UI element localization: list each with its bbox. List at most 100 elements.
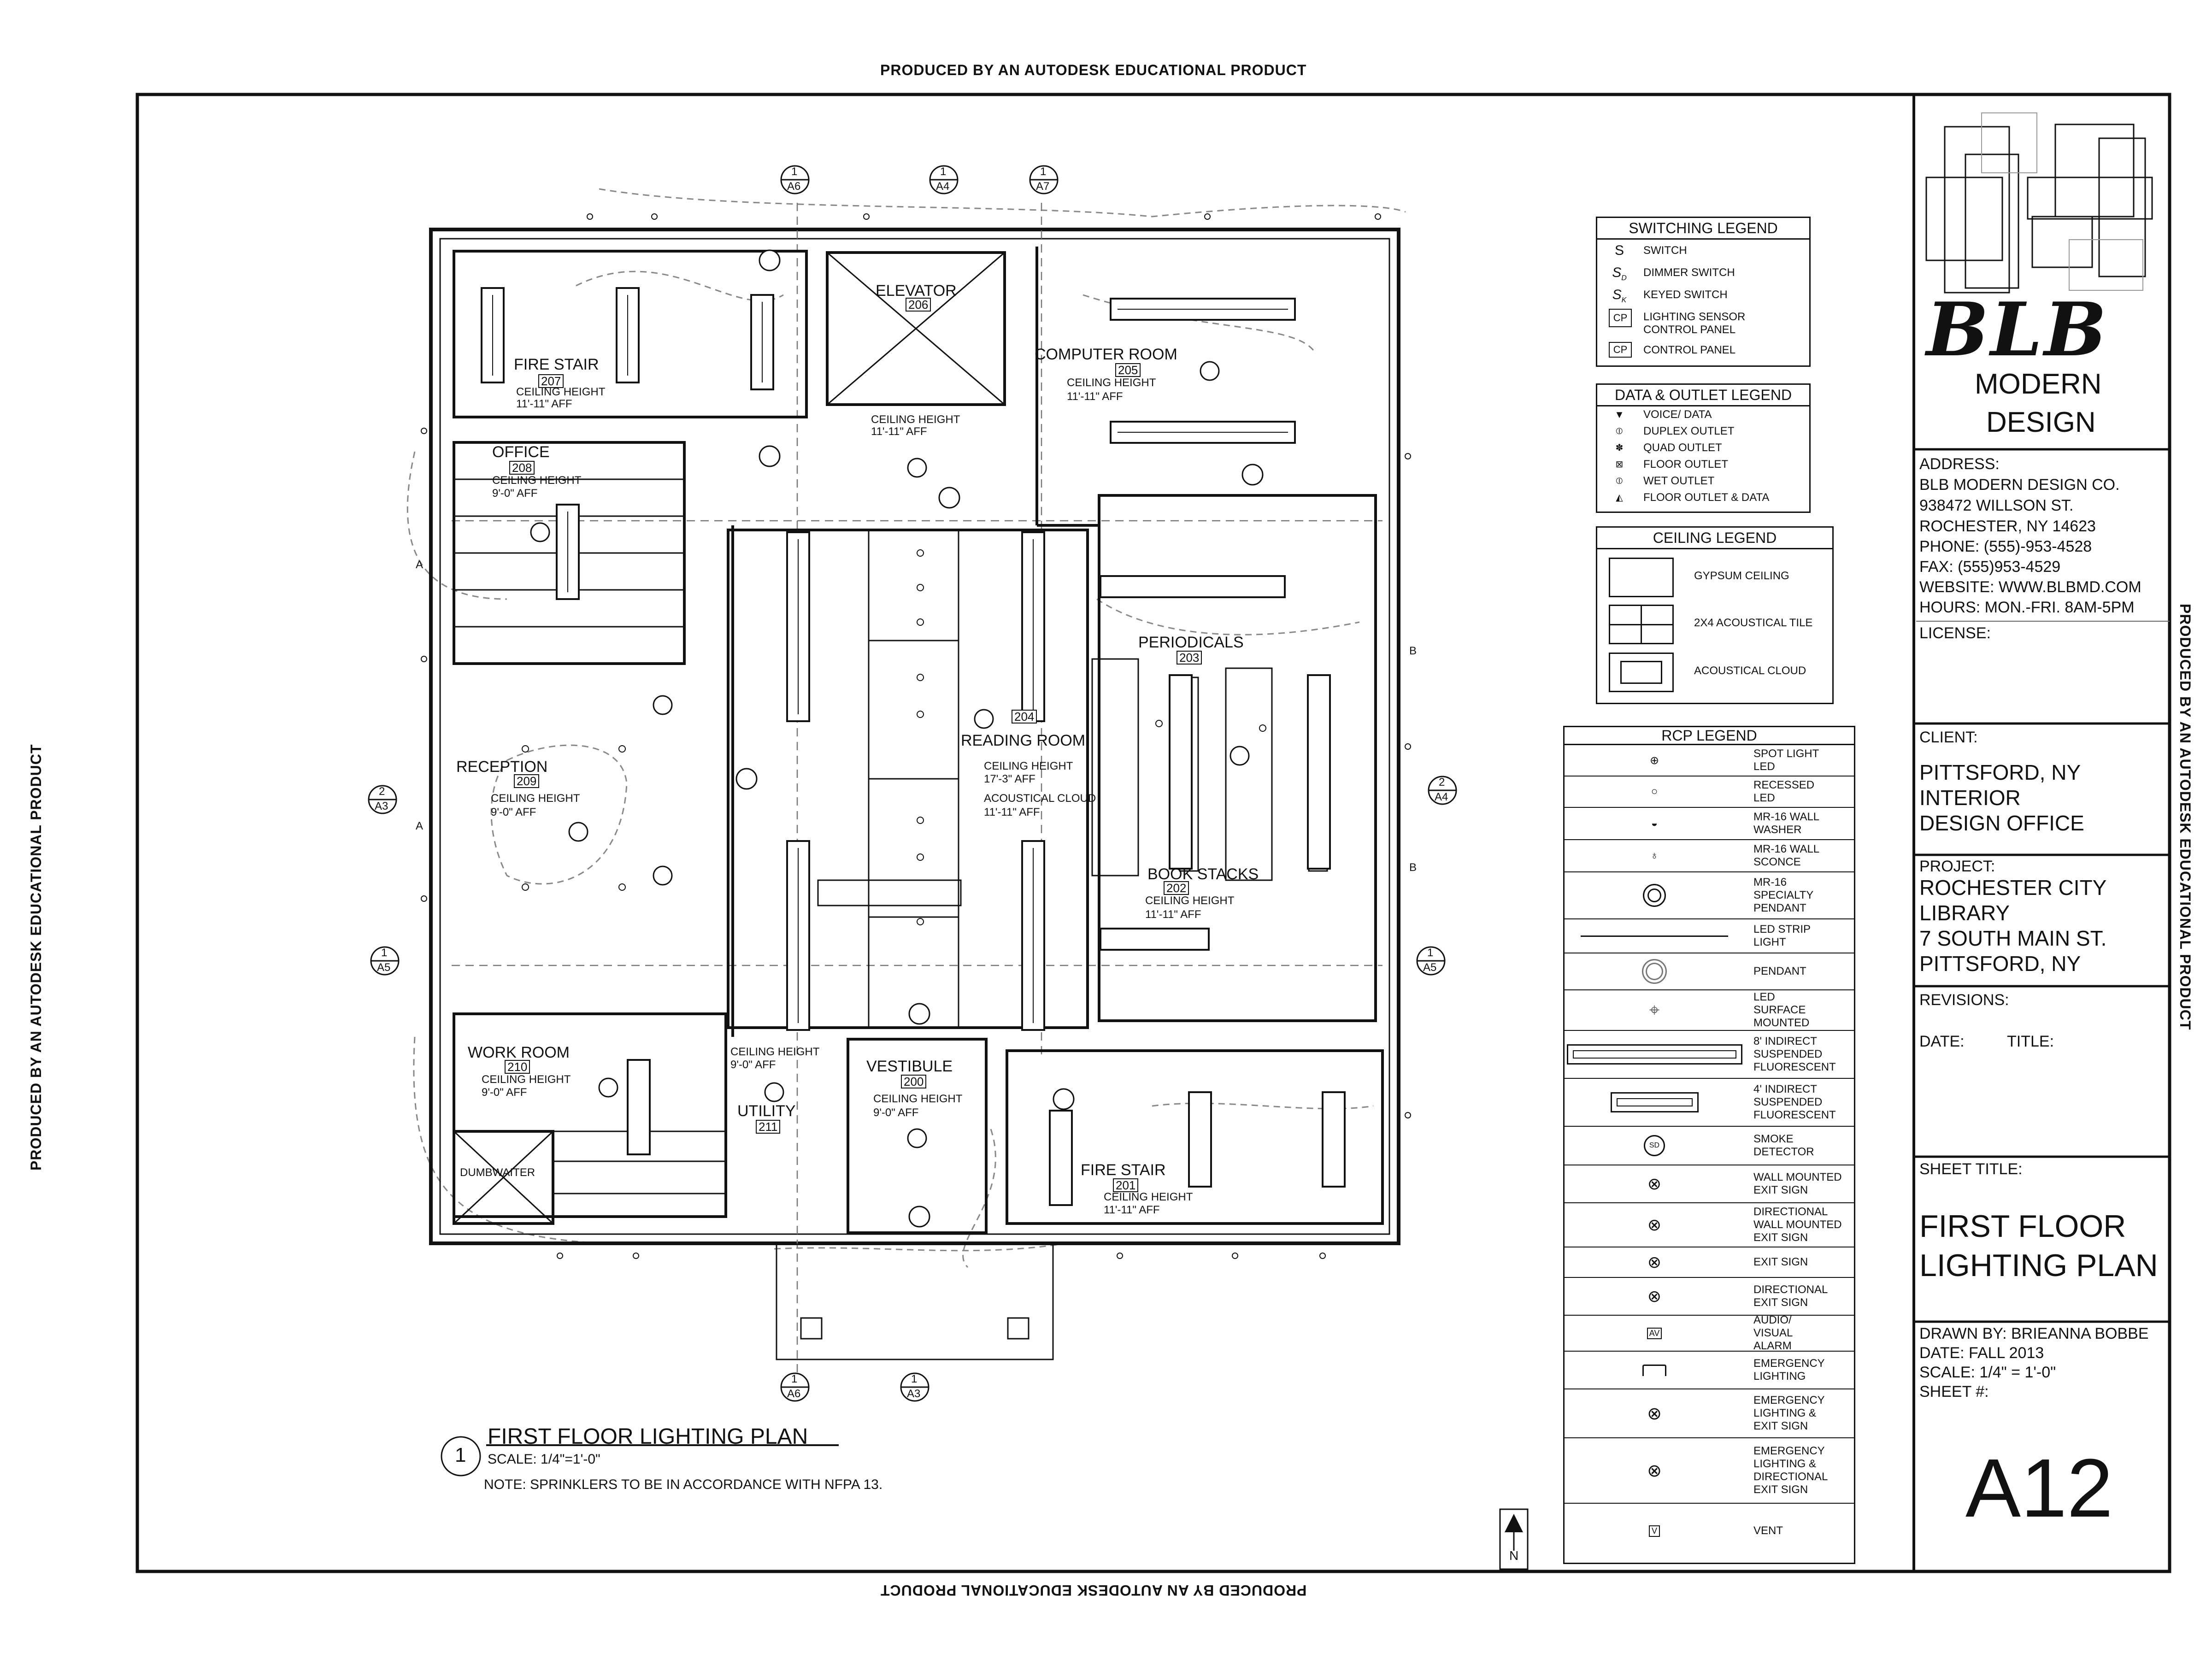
client-label: CLIENT: — [1919, 729, 1978, 746]
sheet-title-line-1: FIRST FLOOR — [1919, 1209, 2126, 1244]
ceiling-height-value: 9'-0" AFF — [491, 806, 536, 818]
fluorescent-4ft-icon — [1610, 1092, 1699, 1112]
room-name-computer-room: COMPUTER ROOM — [1035, 346, 1177, 363]
room-name-utility: UTILITY — [737, 1102, 796, 1120]
legend-label-2: CONTROL PANEL — [1643, 324, 1736, 336]
ceiling-legend: CEILING LEGEND GYPSUM CEILING 2X4 ACOUST… — [1596, 526, 1834, 704]
rcp-row-specialty-pendant: MR-16 SPECIALTY PENDANT — [1565, 872, 1854, 919]
room-number-202: 202 — [1164, 881, 1189, 895]
wall-exit-sign-icon: ⊗ — [1647, 1174, 1662, 1193]
quad-outlet-icon: ✽ — [1615, 443, 1624, 453]
legend-row-acoustical-cloud: ACOUSTICAL CLOUD — [1597, 649, 1832, 699]
section-marker-bottom-1-sheet: A6 — [787, 1388, 801, 1400]
av-alarm-icon: AV — [1647, 1327, 1662, 1339]
rcp-row-wall-sconce: ♁MR-16 WALL SCONCE — [1565, 840, 1854, 872]
section-marker-left-mid-num: 1 — [381, 947, 388, 959]
rcp-row-wall-washer: ◒MR-16 WALL WASHER — [1565, 808, 1854, 840]
room-number-206: 206 — [906, 298, 931, 312]
website: WEBSITE: WWW.BLBMD.COM — [1919, 578, 2141, 596]
acoustical-cloud-icon — [1609, 653, 1674, 692]
section-marker-left-sheet: A3 — [375, 800, 388, 812]
rcp-row-emergency-exit: ⊗EMERGENCY LIGHTING & EXIT SIGN — [1565, 1389, 1854, 1438]
ceiling-height-label: CEILING HEIGHT — [873, 1093, 963, 1105]
legend-label: ACOUSTICAL CLOUD — [1694, 665, 1806, 677]
legend-row-voice-data: ▼VOICE/ DATA — [1597, 406, 1809, 423]
ceiling-height-label: CEILING HEIGHT — [1104, 1191, 1193, 1203]
room-number-211: 211 — [756, 1120, 781, 1134]
exit-sign-icon: ⊗ — [1647, 1253, 1662, 1271]
wet-outlet-icon: ⦶ — [1616, 476, 1623, 486]
section-marker-top-1-sheet: A6 — [787, 180, 801, 193]
legend-label: 4' INDIRECT SUSPENDED FLUORESCENT — [1753, 1083, 1836, 1121]
legend-label: GYPSUM CEILING — [1694, 570, 1789, 582]
ceiling-height-label: CEILING HEIGHT — [491, 792, 580, 805]
wall-washer-icon: ◒ — [1651, 817, 1658, 830]
section-marker-right-num: 2 — [1439, 776, 1445, 788]
legend-label: EMERGENCY LIGHTING & DIRECTIONAL EXIT SI… — [1753, 1445, 1828, 1496]
fluorescent-8ft-icon — [1566, 1044, 1742, 1065]
rcp-legend-title: RCP LEGEND — [1565, 727, 1854, 745]
switch-icon: S — [1614, 243, 1624, 258]
company-name-line1: MODERN — [1975, 368, 2102, 400]
legend-label: DUPLEX OUTLET — [1643, 425, 1735, 437]
address-line-3: ROCHESTER, NY 14623 — [1919, 518, 2096, 535]
hours: HOURS: MON.-FRI. 8AM-5PM — [1919, 599, 2135, 616]
drawn-by: DRAWN BY: BRIEANNA BOBBE — [1919, 1325, 2149, 1342]
legend-label: SPOT LIGHT LED — [1753, 747, 1819, 773]
emergency-directional-exit-icon: ⊗ — [1647, 1461, 1662, 1481]
room-name-work-room: WORK ROOM — [468, 1044, 570, 1061]
control-panel-icon: CP — [1609, 342, 1632, 358]
room-name-book-stacks: BOOK STACKS — [1147, 865, 1259, 883]
rcp-row-led-strip: LED STRIP LIGHT — [1565, 919, 1854, 953]
room-name-elevator: ELEVATOR — [876, 282, 957, 300]
watermark-top: PRODUCED BY AN AUTODESK EDUCATIONAL PROD… — [880, 62, 1307, 78]
emergency-lighting-icon — [1642, 1364, 1666, 1376]
legend-label: WALL MOUNTED EXIT SIGN — [1753, 1171, 1842, 1196]
duplex-outlet-icon: ⦶ — [1616, 426, 1623, 436]
legend-row-duplex-outlet: ⦶ DUPLEX OUTLET — [1597, 423, 1809, 440]
legend-label: KEYED SWITCH — [1643, 288, 1728, 301]
rcp-row-directional-exit: ⊗DIRECTIONAL EXIT SIGN — [1565, 1278, 1854, 1316]
switching-legend-title: SWITCHING LEGEND — [1597, 218, 1809, 240]
ceiling-height-label: CEILING HEIGHT — [1067, 377, 1156, 389]
ceiling-height-value: 11'-11" AFF — [1145, 908, 1201, 921]
legend-label: QUAD OUTLET — [1643, 441, 1722, 454]
rcp-row-fluor-8: 8' INDIRECT SUSPENDED FLUORESCENT — [1565, 1031, 1854, 1079]
legend-label: WET OUTLET — [1643, 475, 1715, 487]
ceiling-height-value: 9'-0" AFF — [492, 487, 538, 500]
section-marker-top-1-num: 1 — [791, 165, 798, 178]
sheet-title-line-2: LIGHTING PLAN — [1919, 1248, 2158, 1283]
floor-outlet-icon: ⊠ — [1615, 459, 1624, 470]
revision-title-label: TITLE: — [2007, 1033, 2054, 1050]
section-marker-right-mid-num: 1 — [1427, 947, 1434, 959]
ceiling-height-value: 11'-11" AFF — [1104, 1204, 1160, 1216]
room-number-201: 201 — [1113, 1178, 1139, 1192]
grid-letter-a-2: A — [416, 820, 424, 832]
section-marker-right-mid-sheet: A5 — [1423, 961, 1437, 974]
section-marker-left-num: 2 — [379, 785, 385, 798]
ceiling-legend-title: CEILING LEGEND — [1597, 528, 1832, 549]
section-marker-bottom-1-num: 1 — [791, 1373, 798, 1385]
ceiling-height-label: CEILING HEIGHT — [482, 1073, 571, 1086]
legend-label: FLOOR OUTLET & DATA — [1643, 491, 1770, 504]
sheet-number: A12 — [1965, 1442, 2113, 1535]
north-arrow-label: N — [1509, 1548, 1519, 1563]
section-marker-bottom-2-num: 1 — [911, 1373, 918, 1385]
drawing-scale-tb: SCALE: 1/4" = 1'-0" — [1919, 1364, 2056, 1381]
license-label: LICENSE: — [1919, 624, 1991, 642]
rcp-row-fluor-4: 4' INDIRECT SUSPENDED FLUORESCENT — [1565, 1079, 1854, 1127]
legend-row-gypsum: GYPSUM CEILING — [1597, 549, 1832, 599]
voice-data-icon: ▼ — [1614, 409, 1624, 420]
rcp-row-recessed-led: ○RECESSED LED — [1565, 777, 1854, 808]
room-name-dumbwaiter: DUMBWAITER — [460, 1166, 535, 1179]
legend-label: VENT — [1753, 1524, 1783, 1537]
